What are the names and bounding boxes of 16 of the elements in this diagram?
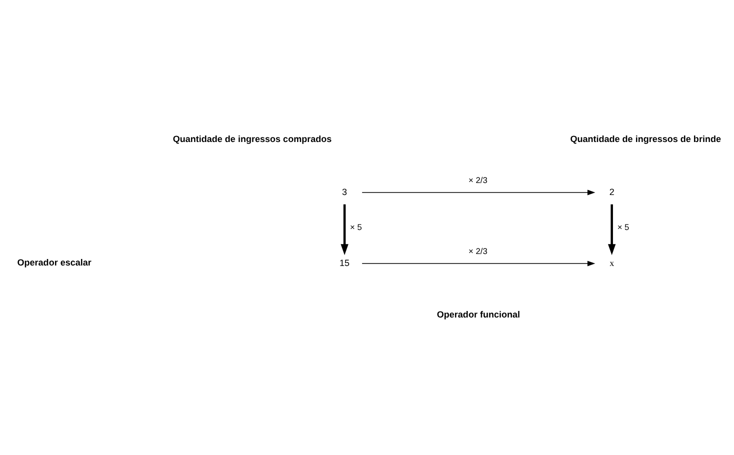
node-text: x [610,257,614,268]
node-text: 15 [340,257,350,268]
label: Quantidade de ingressos de brinde [570,133,721,144]
edge-label: × 5 [350,222,362,232]
arrow [362,189,596,195]
edge-label: × 2/3 [468,174,488,185]
label: Quantidade de ingressos comprados [172,133,332,144]
edge-label: × 2/3 [468,246,488,256]
arrow [362,260,596,266]
arrow [608,204,616,255]
label: Operador escalar [17,256,92,267]
arrow [340,204,348,255]
node-text: 2 [609,186,614,196]
node-text: 3 [342,186,348,196]
label: Operador funcional [436,309,520,320]
edge-label: × 5 [617,222,630,232]
